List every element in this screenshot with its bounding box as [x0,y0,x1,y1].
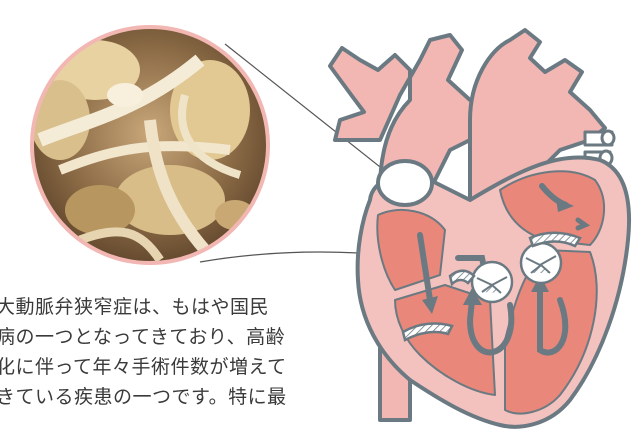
paragraph-line: 病の一つとなってきており、高齢 [0,322,326,352]
paragraph-line: 化に伴って年々手術件数が増えて [0,352,326,382]
paragraph-line: きている疾患の一つです。特に最 [0,382,326,412]
vena-cava [378,161,432,205]
pulmonary-valve [472,262,512,302]
paragraph-line: 大動脈弁狭窄症は、もはや国民 [0,292,326,322]
heart-diagram [330,30,629,427]
aortic-valve-photo [30,25,270,265]
body-paragraph: 大動脈弁狭窄症は、もはや国民 病の一つとなってきており、高齢 化に伴って年々手術… [0,292,326,412]
aortic-valve [521,243,561,283]
